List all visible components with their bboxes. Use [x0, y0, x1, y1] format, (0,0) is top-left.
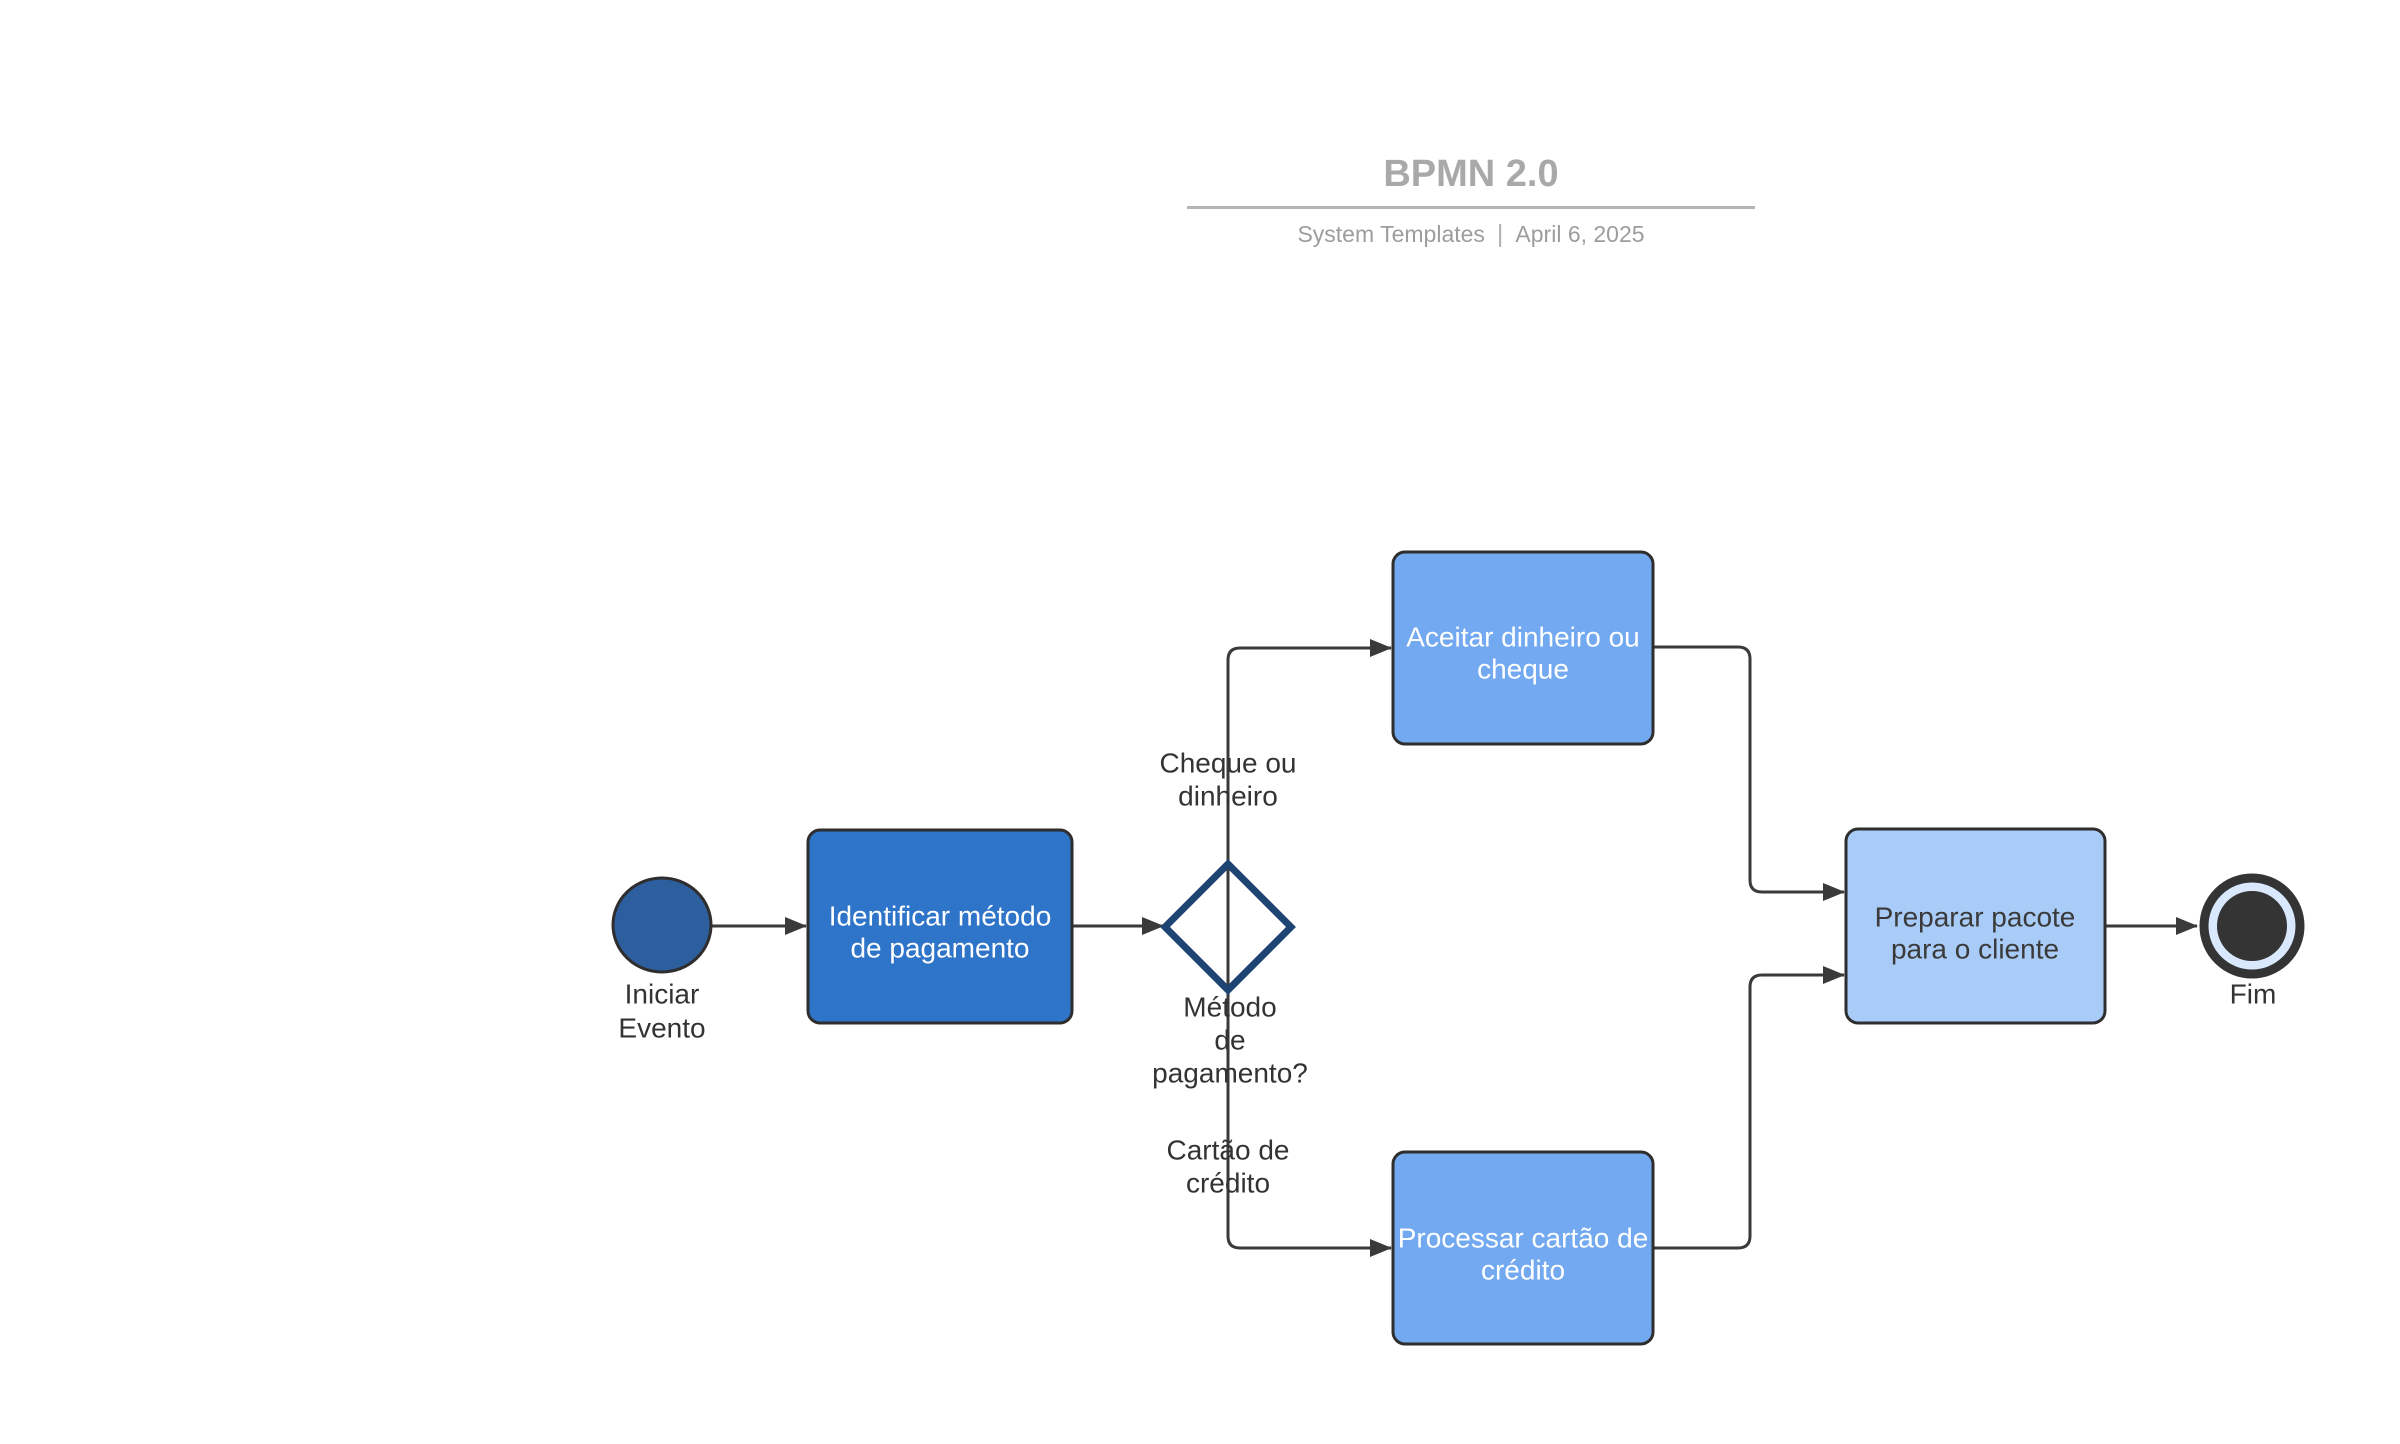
task-process-label-line1: Processar cartão de	[1398, 1223, 1649, 1254]
task-prepare-label-line1: Preparar pacote	[1875, 902, 2076, 933]
flow-process-to-prepare	[1653, 966, 1845, 1250]
task-identify-label-line2: de pagamento	[850, 933, 1029, 964]
diagram-title: BPMN 2.0	[1383, 153, 1559, 195]
edge-label-cheque-line1: Cheque ou	[1159, 748, 1296, 779]
gateway-label-line3: pagamento?	[1152, 1058, 1308, 1089]
gateway-label-line1: Método	[1183, 992, 1276, 1023]
task-accept-label-line1: Aceitar dinheiro ou	[1406, 622, 1639, 653]
title-rule	[1187, 205, 1755, 209]
task-accept-label-line2: cheque	[1477, 654, 1569, 685]
flow-gateway-to-accept	[1226, 639, 1392, 926]
task-process-credit-card	[1391, 1150, 1655, 1346]
start-event-label-line1: Iniciar	[625, 979, 700, 1010]
task-prepare-label-line2: para o cliente	[1891, 934, 2059, 965]
task-prepare-package	[1844, 827, 2107, 1025]
start-event-circle	[611, 876, 713, 974]
task-identify-payment	[806, 828, 1074, 1025]
gateway-label-line2: de	[1214, 1025, 1245, 1056]
flow-gateway-to-process	[1226, 926, 1392, 1257]
end-event-inner-dot	[2217, 891, 2287, 961]
diagram-header: BPMN 2.0 System Templates | April 6, 202…	[1187, 152, 1755, 249]
subtitle-separator: |	[1496, 219, 1504, 248]
gateway-payment-method	[1160, 859, 1296, 995]
subtitle-date: April 6, 2025	[1515, 220, 1645, 247]
task-accept-cash-cheque	[1391, 550, 1655, 746]
edge-label-cartao-line1: Cartão de	[1167, 1135, 1290, 1166]
subtitle-source: System Templates	[1297, 220, 1485, 247]
end-event-label: Fim	[2230, 979, 2277, 1010]
task-identify-label-line1: Identificar método	[829, 901, 1052, 932]
diagram-subtitle: System Templates | April 6, 2025	[1187, 220, 1755, 249]
task-process-label-line2: crédito	[1481, 1255, 1565, 1286]
edge-label-cartao-line2: crédito	[1186, 1168, 1270, 1199]
edge-label-cheque-line2: dinheiro	[1178, 781, 1278, 812]
start-event-label-line2: Evento	[618, 1013, 705, 1044]
flow-accept-to-prepare	[1653, 645, 1845, 901]
